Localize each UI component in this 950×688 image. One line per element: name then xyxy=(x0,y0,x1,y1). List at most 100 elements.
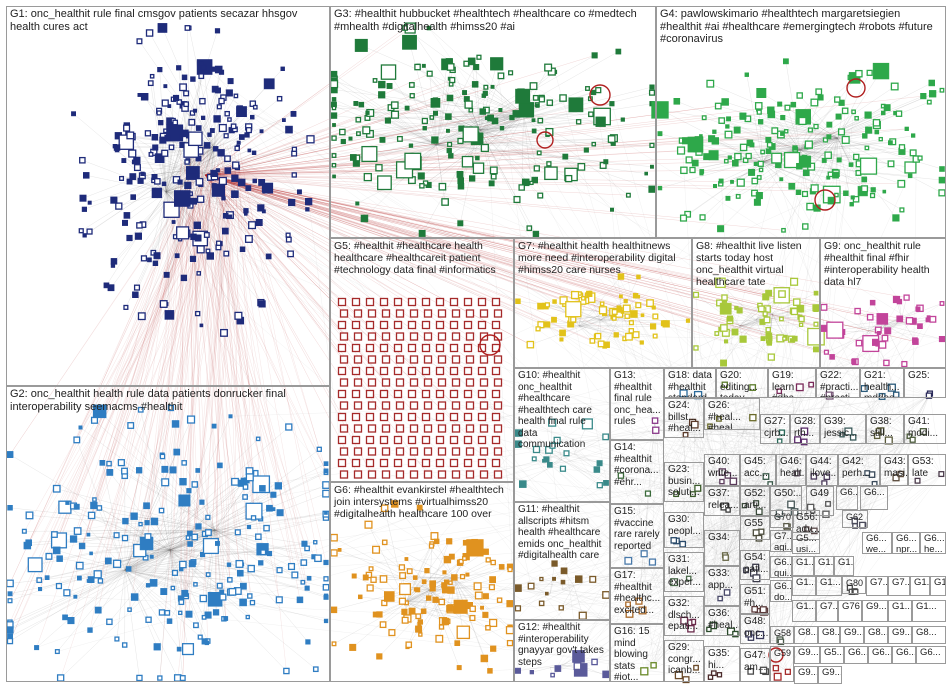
group-label-g51: G51: #h... xyxy=(744,586,767,609)
group-label-g26: G26: #heal... #heal... xyxy=(708,400,757,430)
group-label-g32: G32: dlsch... epati... xyxy=(668,598,701,633)
group-box-small: G1... xyxy=(910,576,930,596)
group-label-small: G5... xyxy=(824,648,841,659)
group-box-small: G1... xyxy=(792,556,814,576)
group-box-g41: G41: modi... xyxy=(904,414,946,444)
group-label-g21: G21: health... mddee... xyxy=(864,370,901,398)
group-label-small: G5... usi... xyxy=(796,534,817,554)
group-label-g39: G39: jessic... xyxy=(824,416,863,439)
group-box-g18: G18: data #healthit standard... xyxy=(664,368,716,398)
group-label-small: G1... xyxy=(916,602,943,613)
group-label-small: G9... xyxy=(866,602,885,613)
group-label-small: G6... npr... xyxy=(896,534,917,554)
group-label-g5: G5: #healthit #healthcare health healthc… xyxy=(334,240,511,276)
group-label-g31: G31: lakel... exper... xyxy=(668,554,701,589)
group-label-text: G70 xyxy=(774,512,791,522)
group-label-g36: G36: #heal... xyxy=(708,608,737,631)
group-label-small: G6... xyxy=(920,648,943,659)
group-box-g31: G31: lakel... exper... xyxy=(664,552,704,592)
group-box-small: G1... xyxy=(834,556,854,576)
group-box-small: G9... xyxy=(818,666,842,684)
group-label-g22: G22: #practi... #practi... xyxy=(820,370,857,398)
group-label-small: G9... xyxy=(798,668,815,679)
group-label-small: G6... xyxy=(896,648,913,659)
group-box-g6: G6: #healthit evankirstel #healthtech jo… xyxy=(330,482,514,682)
group-box-g14: G14: #healthit #corona... #ehr... xyxy=(610,440,664,504)
group-label-g80: G80 xyxy=(846,578,863,588)
group-label-g14: G14: #healthit #corona... #ehr... xyxy=(614,442,661,488)
group-box-g70: G70 xyxy=(770,510,794,528)
group-label-g8: G8: #healthit live listen starts today h… xyxy=(696,240,817,288)
group-box-g29: G29: congr... icanb... xyxy=(664,640,704,682)
group-box-g4: G4: pawlowskimario #healthtech margarets… xyxy=(656,6,946,238)
group-box-g2: G2: onc_healthit health rule data patien… xyxy=(6,386,330,682)
group-box-small: G7... xyxy=(866,576,888,596)
group-box-small: G6... he... xyxy=(920,532,946,554)
group-box-small: G9... xyxy=(794,666,818,684)
group-box-small: G6... xyxy=(836,486,858,510)
group-box-g35: G35: hi... xyxy=(704,646,740,682)
group-box-g55: G55 xyxy=(740,516,770,540)
group-label-g27: G27: cjrb... xyxy=(764,416,787,439)
group-label-g12: G12: #healthit #interoperability gnayyar… xyxy=(518,622,607,668)
group-label-small: G6... xyxy=(840,488,855,499)
group-label-text: G58 xyxy=(774,628,791,638)
group-label-text: G19: learn #dha... xyxy=(772,370,803,398)
group-label-g20: G20: editing... today... xyxy=(720,370,765,398)
group-label-small: G8... xyxy=(868,628,885,639)
group-box-small: G8... xyxy=(794,626,818,644)
group-label-text: G36: #heal... xyxy=(708,608,740,631)
group-box-small: G8... xyxy=(912,626,946,644)
group-label-g1: G1: onc_healthit rule final cmsgov patie… xyxy=(10,8,327,33)
group-label-g46: G46: healt... xyxy=(780,456,803,479)
group-label-g49: G49 xyxy=(810,488,831,500)
group-label-text: G3: #healthit hubbucket #healthtech #hea… xyxy=(334,8,637,33)
group-label-small: G1... xyxy=(796,578,813,589)
group-label-text: G47: am... xyxy=(744,650,766,673)
group-box-g37: G37: relea... xyxy=(704,486,740,516)
group-label-small: G7... xyxy=(870,578,885,589)
group-label-text: G46: healt... xyxy=(780,456,806,479)
group-label-text: G23: busin... soluti... xyxy=(668,464,700,498)
group-label-g35: G35: hi... xyxy=(708,648,737,671)
group-label-text: G55 xyxy=(744,518,763,529)
group-box-small: G8... xyxy=(818,626,840,644)
group-label-g19: G19: learn #dha... xyxy=(772,370,813,398)
group-label-g7: G7: #healthit health healthitnews more n… xyxy=(518,240,689,276)
group-label-text: G22: #practi... #practi... xyxy=(820,370,858,398)
group-label-g48: G48: onc... xyxy=(744,616,767,639)
group-box-g13: G13: #healthit final rule onc_hea... rul… xyxy=(610,368,664,440)
group-label-text: G31: lakel... exper... xyxy=(668,554,701,588)
group-box-g30: G30: peopl... xyxy=(664,512,704,548)
group-label-g62: G62 xyxy=(846,512,865,522)
group-label-g45: G45: acc... xyxy=(744,456,773,479)
group-box-small: G7... xyxy=(816,600,838,622)
group-box-small: G1... xyxy=(912,600,946,622)
group-label-small: G8... xyxy=(822,628,837,639)
group-box-g12: G12: #healthit #interoperability gnayyar… xyxy=(514,620,610,682)
group-box-g54: G54: pati... xyxy=(740,550,770,580)
group-box-g52: G52: arti... xyxy=(740,486,770,516)
group-box-small: G6... xyxy=(916,646,946,664)
group-label-small: G1... xyxy=(820,578,839,589)
group-label-g33: G33: app... xyxy=(708,568,737,591)
group-label-text: G17: #healthit #healthc... excited... xyxy=(614,570,660,616)
group-label-small: G6... xyxy=(872,648,889,659)
group-box-small: G9... xyxy=(840,626,864,644)
group-label-g44: G44: ilove... xyxy=(810,456,835,479)
group-label-g47: G47: am... xyxy=(744,650,767,673)
group-label-g53: G53: late xyxy=(912,456,943,479)
group-label-small: G6... he... xyxy=(924,534,943,554)
group-label-g16: G16: 15 mind blowing stats #iot... xyxy=(614,626,661,682)
group-label-g58: G58 xyxy=(774,628,791,638)
group-box-small: G1... xyxy=(792,576,816,596)
group-label-g6: G6: #healthit evankirstel #healthtech jo… xyxy=(334,484,511,520)
group-label-g17: G17: #healthit #healthc... excited... xyxy=(614,570,661,616)
group-label-text: G39: jessic... xyxy=(824,416,857,439)
group-box-small: G7... xyxy=(888,576,910,596)
group-label-text: G20: editing... today... xyxy=(720,370,758,398)
group-label-text: G9: onc_healthit rule #healthit final #f… xyxy=(824,240,930,288)
group-label-text: G43: masi... xyxy=(884,456,908,479)
group-label-g2: G2: onc_healthit health rule data patien… xyxy=(10,388,327,413)
